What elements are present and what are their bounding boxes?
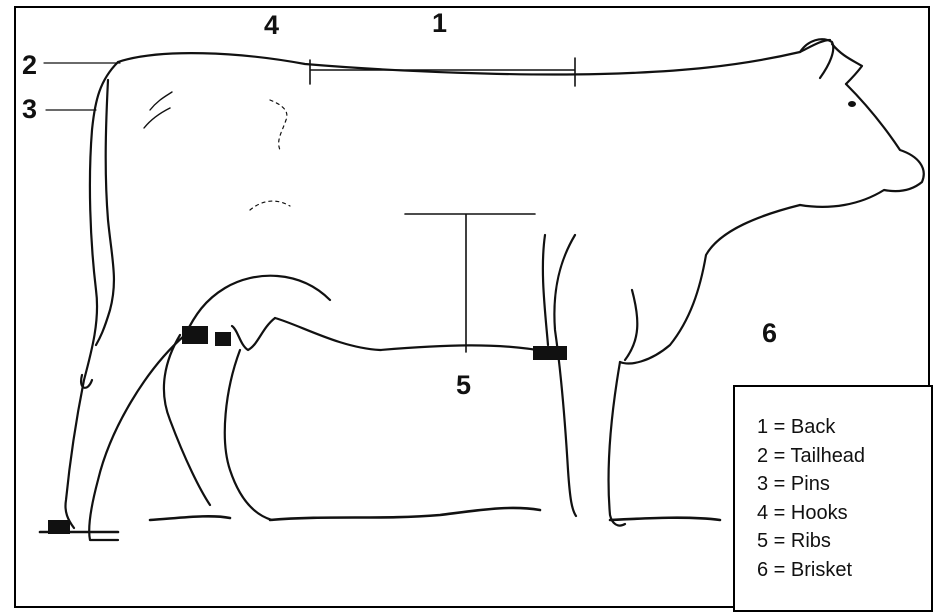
legend-item: 6 = Brisket [757,556,931,585]
legend-box: 1 = Back 2 = Tailhead 3 = Pins 4 = Hooks… [733,385,933,612]
label-5-ribs: 5 [456,372,471,399]
label-2-tailhead: 2 [22,52,37,79]
legend-item: 4 = Hooks [757,499,931,528]
legend-item: 3 = Pins [757,470,931,499]
label-4-hooks: 4 [264,12,279,39]
legend-item: 1 = Back [757,413,931,442]
label-1-back: 1 [432,10,447,37]
label-3-pins: 3 [22,96,37,123]
legend-item: 2 = Tailhead [757,442,931,471]
legend-item: 5 = Ribs [757,527,931,556]
label-6-brisket: 6 [762,320,777,347]
